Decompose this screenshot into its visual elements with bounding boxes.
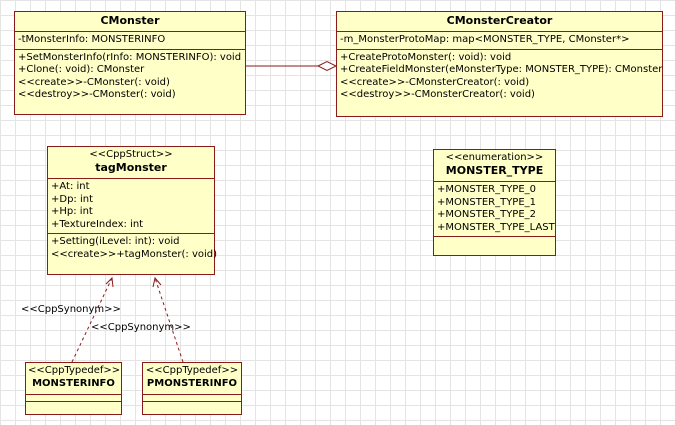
class-stereotype: <<enumeration>> <box>445 152 544 163</box>
synonym-line-monsterinfo <box>71 277 113 363</box>
synonym-label-2: <<CppSynonym>> <box>91 322 191 333</box>
class-header: CMonsterCreator <box>337 12 662 32</box>
operation: <<create>>-CMonster(: void) <box>18 76 170 88</box>
class-header: CMonster <box>15 12 245 32</box>
operation: +Clone(: void): CMonster <box>18 64 145 75</box>
synonym-arrowhead-pmonsterinfo <box>152 276 162 288</box>
operations-compartment: +CreateProtoMonster(: void): void +Creat… <box>337 50 662 104</box>
attribute: +At: int <box>51 181 90 192</box>
operation: <<destroy>>-CMonster(: void) <box>18 89 176 100</box>
empty-compartment <box>26 395 121 402</box>
class-stereotype: <<CppTypedef>> <box>28 365 121 376</box>
enum-literal: +MONSTER_TYPE_2 <box>437 209 537 220</box>
class-header: <<CppTypedef>> PMONSTERINFO <box>143 363 241 395</box>
class-cmonstercreator[interactable]: CMonsterCreator -m_MonsterProtoMap: map<… <box>336 11 663 117</box>
empty-compartment <box>26 402 121 408</box>
operation: +SetMonsterInfo(rInfo: MONSTERINFO): voi… <box>18 51 242 63</box>
typedef-pmonsterinfo[interactable]: <<CppTypedef>> PMONSTERINFO <box>142 362 242 415</box>
class-cmonster[interactable]: CMonster -tMonsterInfo: MONSTERINFO +Set… <box>14 11 246 115</box>
operation: <<destroy>>-CMonsterCreator(: void) <box>340 89 535 100</box>
operations-compartment: +Setting(iLevel: int): void <<create>>+t… <box>48 234 218 263</box>
attributes-compartment: -m_MonsterProtoMap: map<MONSTER_TYPE, CM… <box>337 32 662 50</box>
literals-compartment: +MONSTER_TYPE_0 +MONSTER_TYPE_1 +MONSTER… <box>434 182 555 237</box>
enum-literal: +MONSTER_TYPE_0 <box>437 184 537 195</box>
class-stereotype: <<CppStruct>> <box>89 149 173 160</box>
class-name: PMONSTERINFO <box>146 378 238 389</box>
operations-compartment: +SetMonsterInfo(rInfo: MONSTERINFO): voi… <box>15 50 245 104</box>
class-stereotype: <<CppTypedef>> <box>145 365 239 376</box>
attributes-compartment: -tMonsterInfo: MONSTERINFO <box>15 32 245 50</box>
operation: +CreateProtoMonster(: void): void <box>340 51 512 63</box>
attributes-compartment: +At: int +Dp: int +Hp: int +TextureIndex… <box>48 179 214 234</box>
empty-compartment <box>434 237 555 249</box>
aggregation-diamond <box>316 60 338 72</box>
attribute: -tMonsterInfo: MONSTERINFO <box>18 34 166 45</box>
attribute: +Dp: int <box>51 193 94 205</box>
class-name: CMonsterCreator <box>446 14 553 27</box>
class-header: <<enumeration>> MONSTER_TYPE <box>434 150 555 182</box>
class-header: <<CppStruct>> tagMonster <box>48 147 214 179</box>
synonym-label-1: <<CppSynonym>> <box>21 304 121 315</box>
class-header: <<CppTypedef>> MONSTERINFO <box>26 363 121 395</box>
synonym-line-pmonsterinfo <box>154 277 184 363</box>
class-name: MONSTERINFO <box>32 378 115 389</box>
attribute: -m_MonsterProtoMap: map<MONSTER_TYPE, CM… <box>340 34 630 45</box>
attribute: +TextureIndex: int <box>51 218 144 230</box>
empty-compartment <box>143 402 241 408</box>
operation: <<create>>+tagMonster(: void) <box>51 248 218 260</box>
enum-literal: +MONSTER_TYPE_LAST <box>437 221 555 233</box>
empty-compartment <box>143 395 241 402</box>
class-name: MONSTER_TYPE <box>445 164 544 177</box>
enum-monster-type[interactable]: <<enumeration>> MONSTER_TYPE +MONSTER_TY… <box>433 149 556 256</box>
operation: +Setting(iLevel: int): void <box>51 236 180 247</box>
enum-literal: +MONSTER_TYPE_1 <box>437 196 537 208</box>
class-tagmonster[interactable]: <<CppStruct>> tagMonster +At: int +Dp: i… <box>47 146 218 275</box>
attribute: +Hp: int <box>51 206 93 217</box>
class-name: CMonster <box>100 14 160 27</box>
class-name: tagMonster <box>95 161 167 174</box>
synonym-arrowhead-monsterinfo <box>105 276 114 288</box>
typedef-monsterinfo[interactable]: <<CppTypedef>> MONSTERINFO <box>25 362 122 415</box>
operation: <<create>>-CMonsterCreator(: void) <box>340 76 530 88</box>
operation: +CreateFieldMonster(eMonsterType: MONSTE… <box>340 64 663 75</box>
